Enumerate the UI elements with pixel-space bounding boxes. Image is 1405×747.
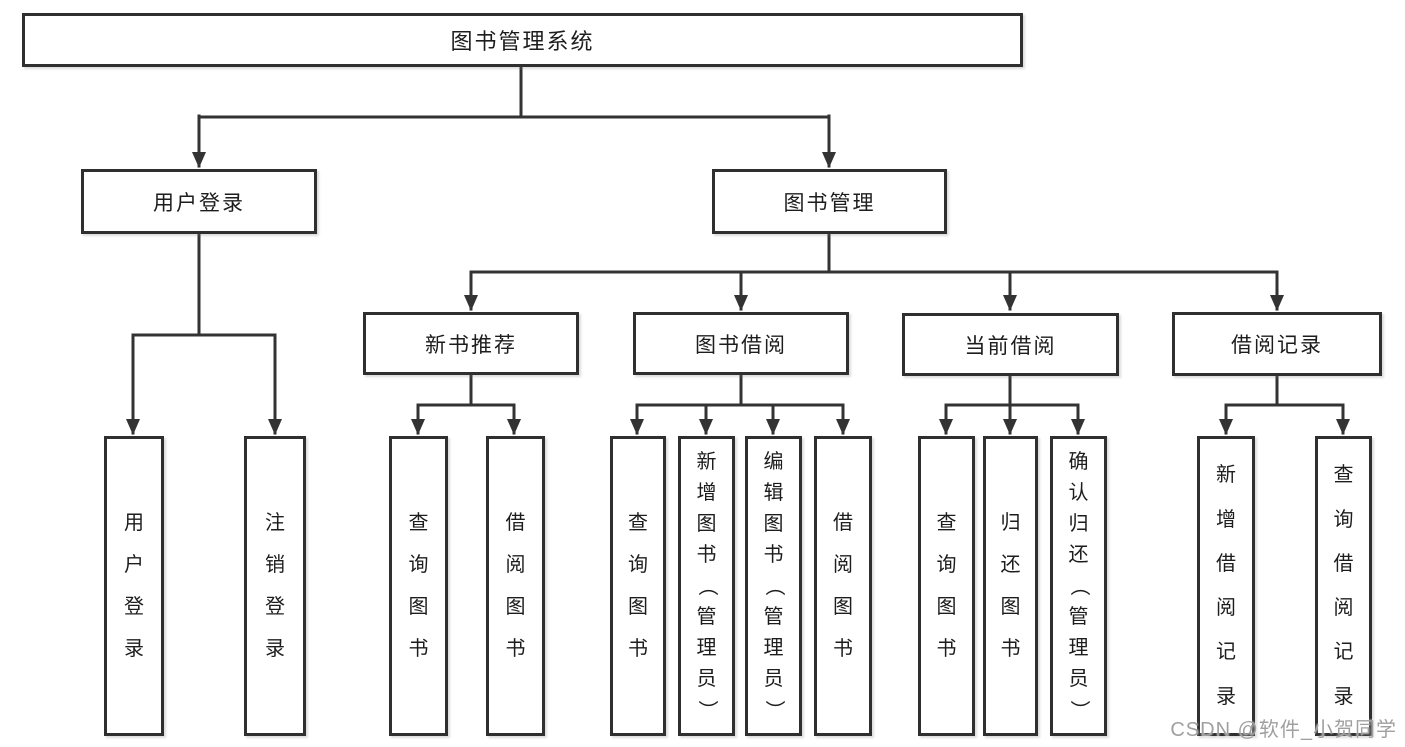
leaf-logout: 注销登录: [244, 436, 306, 736]
leaf-logout-label: 注销登录: [265, 512, 285, 660]
leaf-query-books-3: 查询图书: [918, 436, 975, 736]
wire-borrow-records-rail: [1224, 374, 1345, 407]
leaf-edit-books-admin-label: 编辑图书（管理员）: [762, 451, 785, 720]
leaf-edit-books-admin: 编辑图书（管理员）: [745, 436, 802, 736]
leaf-add-borrow-record: 新增借阅记录: [1197, 436, 1255, 736]
leaf-confirm-return-admin: 确认归还（管理员）: [1050, 436, 1107, 736]
wire-new-book-rail: [416, 373, 516, 407]
leaf-borrow-books-1: 借阅图书: [486, 436, 545, 736]
wire-root-rail: [197, 65, 831, 119]
wire-book-borrowing-rail: [635, 373, 845, 407]
watermark: CSDN @软件_小贺同学: [1170, 719, 1397, 741]
node-user-login: 用户登录: [81, 169, 317, 234]
node-new-book-recommendation: 新书推荐: [363, 312, 579, 375]
leaf-query-books-2: 查询图书: [610, 436, 666, 736]
leaf-query-borrow-record-label: 查询借阅记录: [1333, 464, 1354, 708]
leaf-borrow-books-2: 借阅图书: [814, 436, 872, 736]
leaf-borrow-books-1-label: 借阅图书: [505, 512, 526, 660]
leaf-query-books-1: 查询图书: [389, 436, 448, 736]
leaf-query-borrow-record: 查询借阅记录: [1315, 436, 1372, 736]
leaf-query-books-2-label: 查询图书: [628, 512, 648, 660]
node-current-borrowing: 当前借阅: [902, 313, 1119, 376]
node-library-management-system: 图书管理系统: [22, 13, 1023, 67]
node-book-borrowing: 图书借阅: [633, 312, 849, 375]
wire-book-management-rail: [469, 231, 1279, 274]
leaf-add-borrow-record-label: 新增借阅记录: [1216, 464, 1236, 708]
wire-user-login-rail: [131, 232, 277, 337]
leaf-borrow-books-2-label: 借阅图书: [833, 512, 853, 660]
leaf-return-books: 归还图书: [983, 436, 1038, 736]
leaf-add-books-admin: 新增图书（管理员）: [678, 436, 735, 736]
leaf-user-login: 用户登录: [104, 436, 164, 736]
leaf-confirm-return-admin-label: 确认归还（管理员）: [1067, 451, 1090, 720]
node-borrow-records: 借阅记录: [1172, 312, 1382, 376]
wire-current-borrowing-rail: [944, 374, 1080, 407]
node-book-management: 图书管理: [712, 169, 947, 234]
leaf-return-books-label: 归还图书: [1000, 512, 1021, 660]
leaf-user-login-label: 用户登录: [124, 512, 144, 660]
leaf-query-books-1-label: 查询图书: [408, 512, 429, 660]
leaf-query-books-3-label: 查询图书: [936, 512, 957, 660]
leaf-add-books-admin-label: 新增图书（管理员）: [695, 451, 718, 720]
